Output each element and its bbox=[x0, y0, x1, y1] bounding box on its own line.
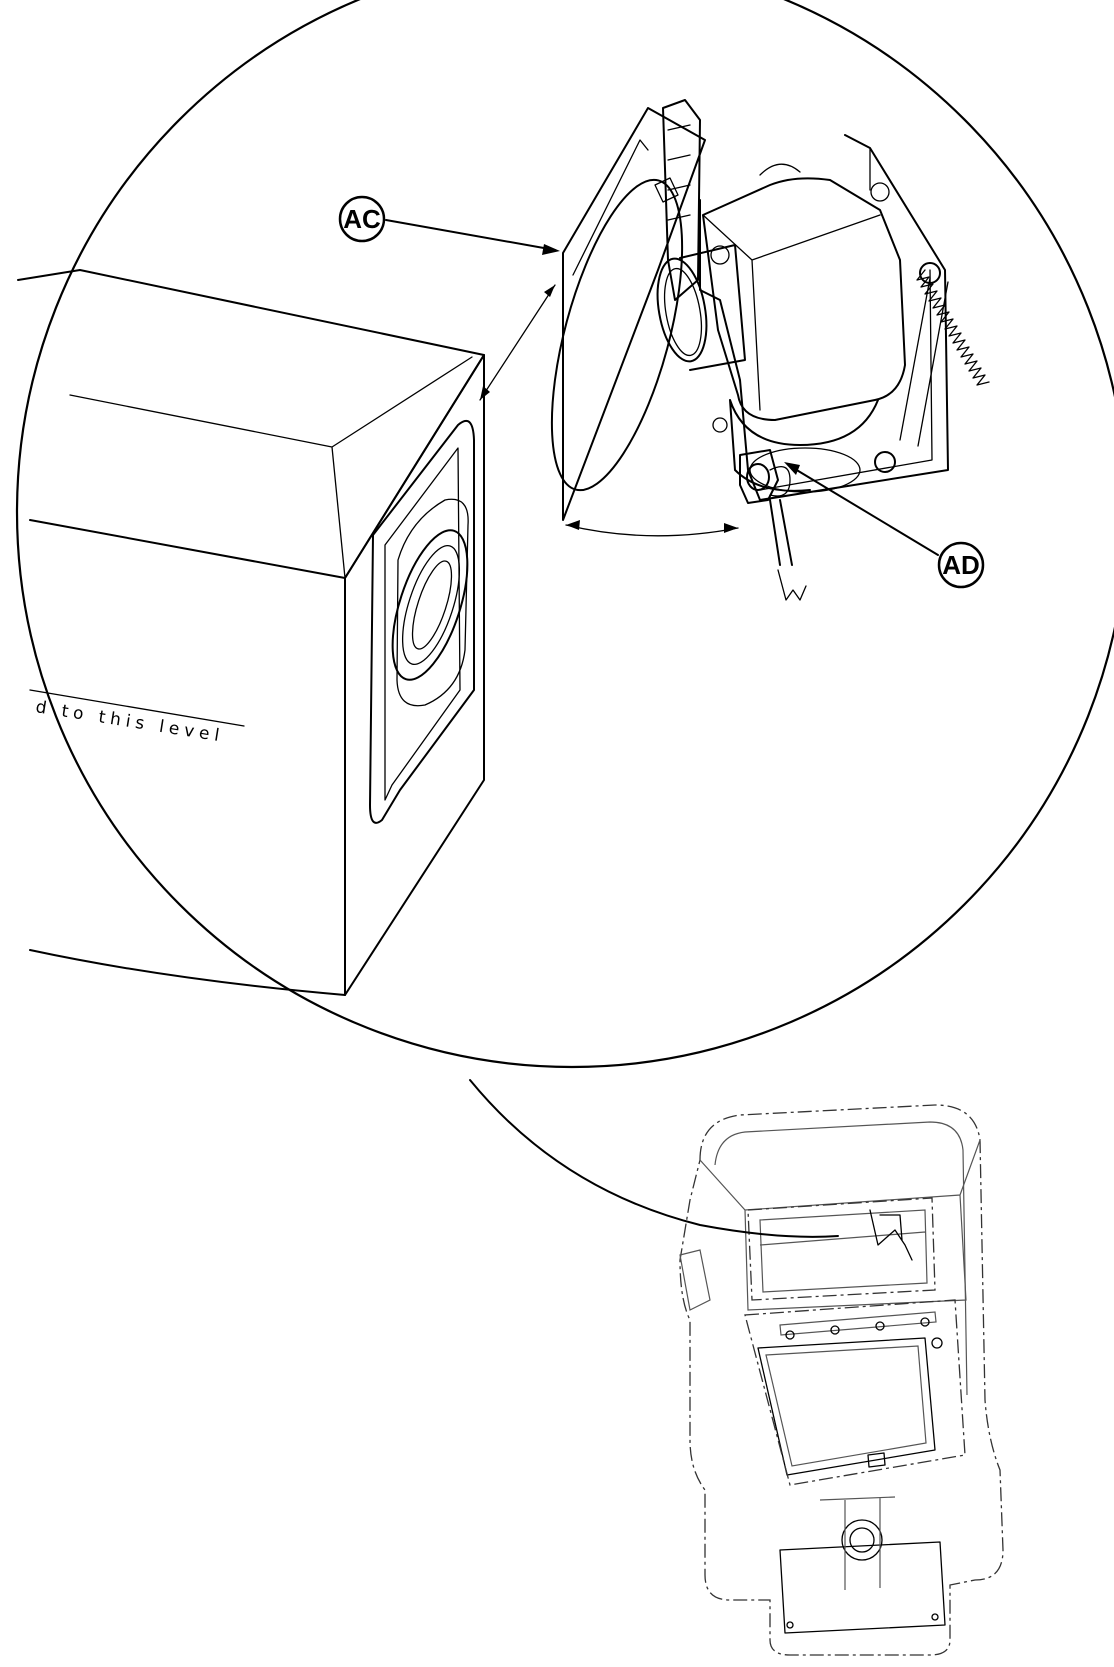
overview-base-plate bbox=[779, 1541, 946, 1634]
housing-port-ring-outer bbox=[391, 529, 469, 681]
overview-hood bbox=[699, 1139, 981, 1311]
overview-base-screw-1 bbox=[786, 1621, 794, 1629]
overview-window-inner bbox=[759, 1209, 928, 1293]
callout-ac-label: AC bbox=[343, 204, 381, 234]
pipe-outlet-rim bbox=[656, 257, 708, 363]
frame-bolt-2 bbox=[712, 417, 728, 433]
latch-eye bbox=[746, 463, 770, 491]
overview-door bbox=[757, 1337, 936, 1476]
swing-arrowhead-bottom bbox=[480, 386, 490, 400]
pipe-nut-top bbox=[710, 245, 730, 265]
return-spring-side bbox=[899, 277, 949, 447]
callout-ad-label: AD bbox=[942, 550, 980, 580]
callout-ad: AD bbox=[784, 462, 985, 589]
overview-screw-5 bbox=[931, 1337, 943, 1349]
mount-frame-inner bbox=[759, 147, 933, 491]
overview-lower-lines bbox=[819, 1496, 896, 1590]
door-mechanism bbox=[550, 99, 990, 601]
overview-screw-2 bbox=[830, 1325, 840, 1335]
housing-side-face bbox=[344, 354, 485, 996]
return-spring bbox=[916, 269, 990, 386]
overview-frame bbox=[744, 1299, 966, 1486]
release-cable-end bbox=[777, 569, 807, 601]
mount-frame bbox=[699, 134, 949, 501]
callout-ac: AC bbox=[338, 195, 560, 255]
motor-box bbox=[702, 177, 906, 421]
door-seal bbox=[550, 178, 684, 492]
callout-ac-arrowhead bbox=[542, 244, 560, 255]
motor-top-cap bbox=[759, 163, 801, 176]
overview-latch bbox=[867, 1452, 886, 1468]
overview-screw-3 bbox=[875, 1321, 885, 1331]
housing-port-ring-inner bbox=[411, 560, 453, 650]
swing-arrow-door-to-housing bbox=[479, 284, 556, 401]
housing-front-face bbox=[29, 577, 346, 996]
swing-arrows bbox=[479, 284, 739, 537]
latch-hook bbox=[769, 466, 791, 497]
door-hinge-bolt bbox=[654, 177, 679, 203]
motor-cylinder bbox=[729, 399, 879, 492]
overview-door-inner bbox=[765, 1345, 927, 1467]
door-panel bbox=[562, 107, 706, 521]
frame-bolt-1 bbox=[870, 182, 890, 202]
door-panel-inner bbox=[572, 139, 649, 276]
callout-ad-arrowhead bbox=[784, 462, 800, 475]
overview-side-panel bbox=[679, 1249, 711, 1311]
motor-box-edges bbox=[702, 214, 881, 411]
housing-port-ring-mid bbox=[401, 544, 461, 666]
detail-circle-outline bbox=[16, 0, 1114, 1068]
pipe-outlet-inner bbox=[663, 267, 703, 357]
callout-ac-bubble bbox=[338, 195, 386, 243]
overview-hinge-bar bbox=[779, 1311, 937, 1336]
housing-body bbox=[17, 269, 485, 996]
overview-window bbox=[747, 1197, 936, 1301]
fill-level-line bbox=[29, 689, 245, 727]
housing-side-plate-inner bbox=[384, 447, 461, 801]
callout-ad-bubble bbox=[937, 541, 985, 589]
door-hinge-knuckles bbox=[667, 124, 691, 221]
housing-port-square bbox=[396, 498, 469, 707]
callout-ac-leader bbox=[385, 219, 556, 251]
housing-side-plate bbox=[369, 420, 475, 824]
overview-mechanism bbox=[869, 1209, 913, 1261]
motor-cylinder-base bbox=[749, 447, 861, 493]
rotation-arc bbox=[565, 524, 739, 537]
spring-anchor-bottom bbox=[874, 451, 896, 473]
overview-screw-4 bbox=[920, 1317, 930, 1327]
overview-base-screw-2 bbox=[931, 1613, 939, 1621]
swing-arrowhead-top bbox=[544, 285, 555, 297]
housing-top-face-edge bbox=[69, 356, 473, 579]
overview-housing-inner bbox=[714, 1121, 968, 1396]
overview-fitting-inner bbox=[849, 1527, 875, 1553]
overview-housing-outline bbox=[679, 1104, 1004, 1656]
overview-screw-1 bbox=[785, 1330, 795, 1340]
callout-ad-leader bbox=[789, 465, 939, 556]
detail-leader-line bbox=[469, 1079, 839, 1238]
spring-anchor-top bbox=[919, 262, 941, 284]
rotation-arrowhead-right bbox=[724, 523, 738, 533]
release-cable bbox=[769, 499, 793, 566]
detail-circle bbox=[16, 0, 1114, 1068]
overview-assembly bbox=[679, 1104, 1004, 1656]
overview-fitting-outer bbox=[841, 1519, 883, 1561]
pipe-body bbox=[679, 244, 746, 371]
latch-bracket bbox=[739, 449, 779, 504]
rotation-arrowhead-left bbox=[566, 520, 580, 530]
